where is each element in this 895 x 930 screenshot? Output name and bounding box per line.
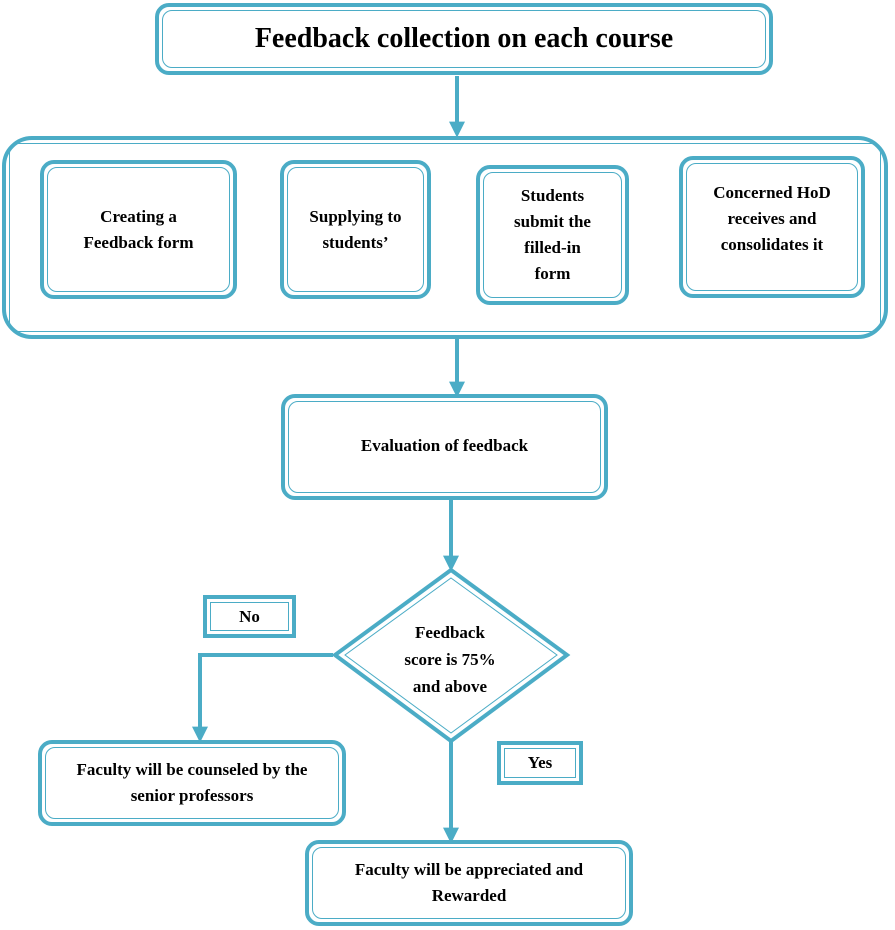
decision-label: Feedback score is 75% and above: [404, 623, 496, 696]
step-submit-box: Students submit the filled-in form: [476, 165, 629, 305]
yes-label-box: Yes: [497, 741, 583, 785]
diagram-title: Feedback collection on each course: [254, 23, 674, 54]
title-box: Feedback collection on each course: [155, 3, 773, 75]
arrow-decision-no: [192, 653, 333, 743]
step-submit-label: Students submit the filled-in form: [514, 186, 591, 283]
step-supply-label: Supplying to students’: [309, 206, 402, 252]
step-create-box: Creating a Feedback form: [40, 160, 237, 299]
step-supply-box: Supplying to students’: [280, 160, 431, 299]
outcome-yes-box: Faculty will be appreciated and Rewarded: [305, 840, 633, 926]
step-hod-label: Concerned HoD receives and consolidates …: [713, 183, 831, 254]
step-create-label: Creating a Feedback form: [83, 206, 194, 252]
no-label: No: [239, 606, 260, 626]
evaluation-label: Evaluation of feedback: [360, 436, 529, 455]
evaluation-box: Evaluation of feedback: [281, 394, 608, 500]
outcome-no-box: Faculty will be counseled by the senior …: [38, 740, 346, 826]
outcome-yes-label: Faculty will be appreciated and Rewarded: [354, 860, 584, 905]
outcome-no-label: Faculty will be counseled by the senior …: [76, 760, 308, 805]
decision-diamond: [331, 567, 571, 744]
step-hod-box: Concerned HoD receives and consolidates …: [679, 156, 865, 298]
no-label-box: No: [203, 595, 296, 638]
yes-label: Yes: [527, 753, 553, 772]
